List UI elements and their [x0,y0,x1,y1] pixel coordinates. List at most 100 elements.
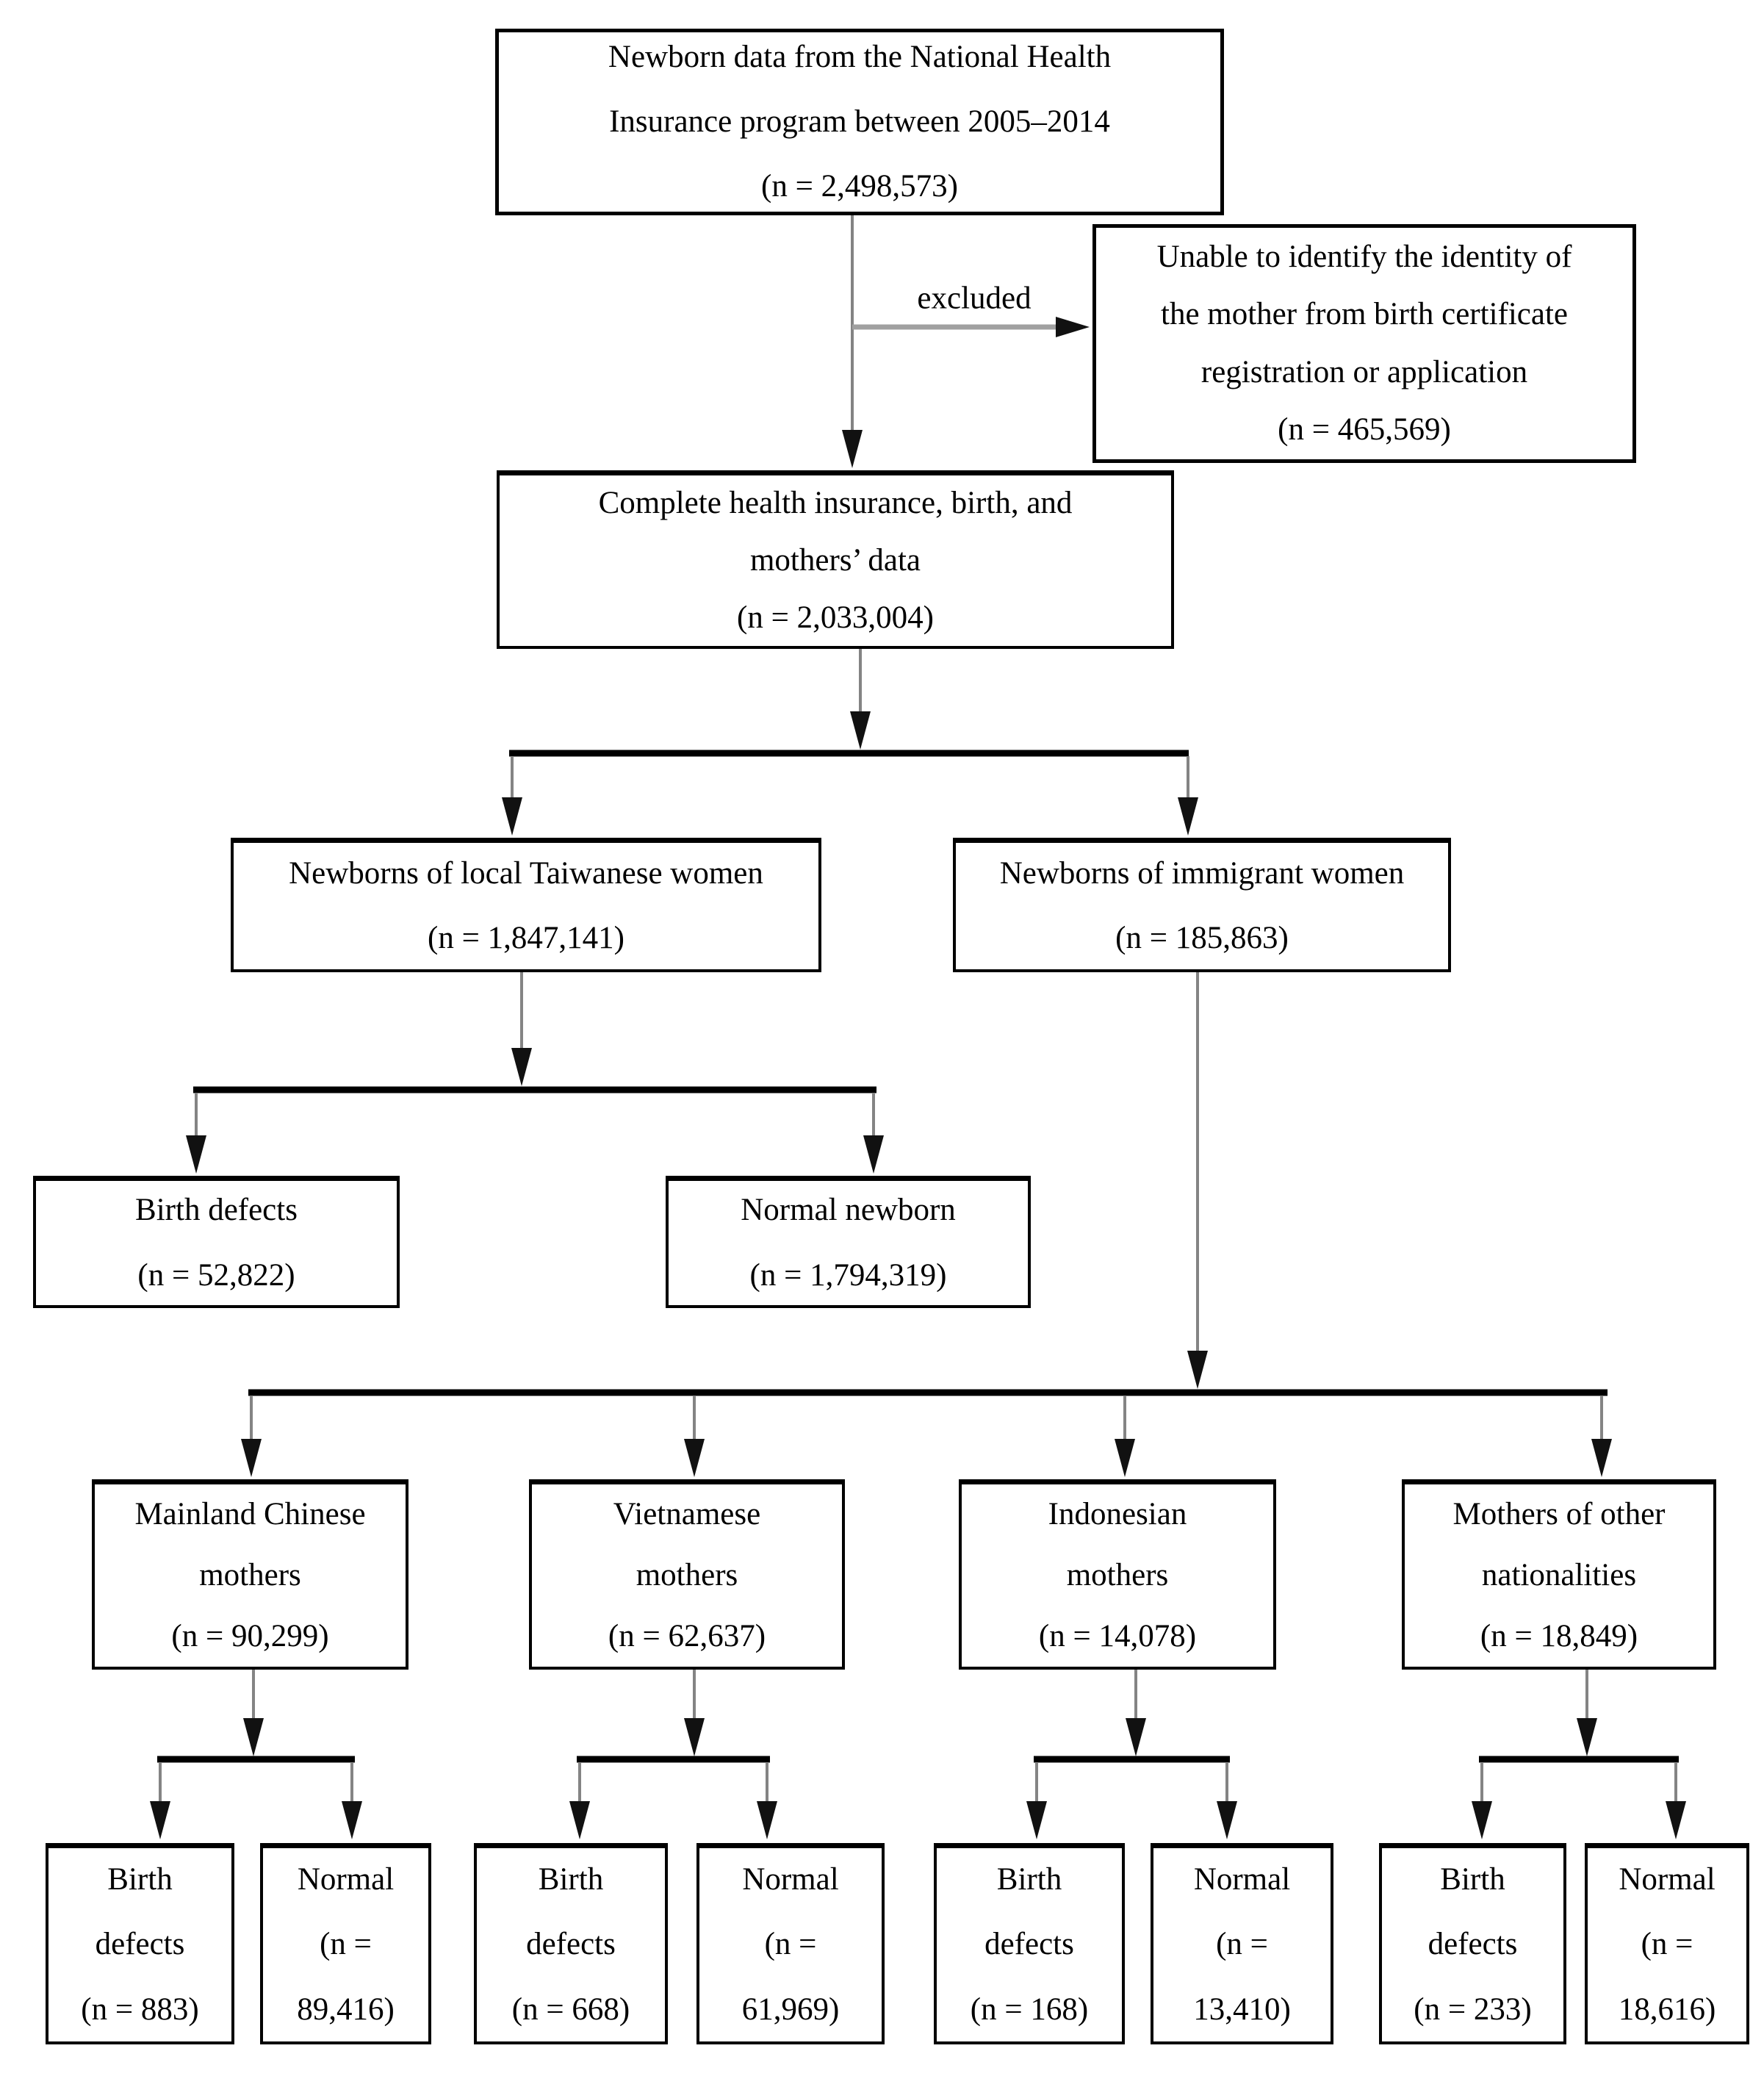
arrow-down-icon [342,1801,362,1839]
node-text-line: (n = 14,078) [1038,1618,1197,1653]
node-text-line: Normal [297,1862,395,1897]
arrow-down-icon [1187,1351,1208,1389]
arrow-down-icon [502,797,522,836]
node-text-line: Birth [996,1862,1062,1897]
node-mainland-normal: Normal (n = 89,416) [260,1843,431,2044]
node-taiwanese-birth-defects: Birth defects (n = 52,822) [33,1176,400,1308]
node-text-line: Birth [107,1862,173,1897]
arrow-down-icon [1666,1801,1686,1839]
node-text-line: Insurance program between 2005–2014 [609,104,1110,139]
node-text-line: defects [526,1927,616,1962]
node-mainland-birth-defects: Birth defects (n = 883) [46,1843,234,2044]
connector-taiwanese-split [186,972,884,1174]
node-taiwanese-newborns: Newborns of local Taiwanese women (n = 1,… [231,838,821,972]
node-text-line: (n = [1641,1927,1693,1962]
arrow-down-icon [842,430,863,468]
connector-mainland-split [150,1670,362,1839]
connector-complete-split [502,649,1198,836]
node-text-line: Complete health insurance, birth, and [598,485,1073,520]
node-vietnamese-birth-defects: Birth defects (n = 668) [474,1843,668,2044]
node-text-line: Normal [1193,1862,1291,1897]
node-text-line: mothers [636,1557,738,1592]
arrow-down-icon [1472,1801,1492,1839]
node-text-line: Vietnamese [613,1496,761,1531]
node-vietnamese-mothers: Vietnamese mothers (n = 62,637) [529,1479,845,1670]
node-taiwanese-normal-newborn: Normal newborn (n = 1,794,319) [666,1176,1031,1308]
arrow-down-icon [150,1801,170,1839]
node-text-line: (n = 1,847,141) [428,921,624,955]
node-text-line: (n = [764,1927,817,1962]
node-vietnamese-normal: Normal(n =61,969) [696,1843,885,2044]
arrow-down-icon [684,1439,705,1477]
node-text-line: Newborn data from the National Health [608,39,1112,74]
node-text-line: Mainland Chinese [134,1496,366,1531]
connector-indonesian-split [1026,1670,1237,1839]
node-immigrant-newborns: Newborns of immigrant women (n = 185,863) [953,838,1451,972]
node-text-line: 89,416) [297,1991,395,2027]
node-text-line: 18,616) [1618,1991,1716,2027]
node-text-line: mothers [199,1557,301,1592]
node-text-line: (n = 883) [81,1991,199,2027]
arrow-down-icon [684,1718,705,1756]
node-text-line: (n = 52,822) [137,1257,295,1293]
node-text-line: Newborns of immigrant women [999,855,1405,891]
node-other-nationality-mothers: Mothers of other nationalities (n = 18,849… [1402,1479,1716,1670]
arrow-down-icon [186,1135,206,1174]
node-text-line: mothers’ data [749,542,921,578]
node-text-line: (n = 62,637) [608,1618,766,1653]
node-text-line: (n = 2,033,004) [737,600,934,636]
node-text-line: Newborns of local Taiwanese women [289,855,763,891]
arrow-down-icon [241,1439,262,1477]
connector-root-to-excluded [852,317,1090,337]
connector-root-to-complete [842,215,863,468]
node-complete-data: Complete health insurance, birth, and mot… [497,470,1174,649]
node-text-line: mothers [1066,1557,1169,1592]
node-text-line: Birth defects [135,1193,298,1228]
arrow-down-icon [1026,1801,1047,1839]
node-text-line: (n = [1216,1927,1268,1962]
node-indonesian-normal: Normal (n = 13,410) [1151,1843,1333,2044]
node-text-line: (n = 2,498,573) [761,169,958,204]
node-text-line: 13,410) [1193,1991,1291,2027]
arrow-down-icon [863,1135,884,1174]
arrow-right-icon [1056,317,1090,337]
arrow-down-icon [569,1801,590,1839]
connector-immigrant-split [241,972,1612,1477]
node-indonesian-mothers: Indonesian mothers (n = 14,078) [959,1479,1276,1670]
node-text-line: (n = [320,1927,372,1962]
arrow-down-icon [511,1048,532,1086]
node-text-line: Birth [538,1862,604,1897]
arrow-down-icon [1591,1439,1612,1477]
arrow-down-icon [1577,1718,1597,1756]
node-text-line: (n = 668) [511,1991,630,2027]
node-text-line: Indonesian [1048,1496,1187,1531]
node-text-line: (n = 465,569) [1278,412,1451,447]
excluded-label: excluded [917,281,1032,316]
node-text-line: 61,969) [741,1991,840,2027]
node-text-line: Unable to identify the identity of [1156,240,1572,274]
arrow-down-icon [243,1718,264,1756]
node-text-line: registration or application [1200,354,1528,389]
arrow-down-icon [1115,1439,1135,1477]
node-text-line: Mothers of other [1452,1496,1666,1531]
node-text-line: (n = 18,849) [1480,1618,1638,1653]
node-text-line: nationalities [1481,1557,1637,1592]
node-text-line: (n = 1,794,319) [749,1257,947,1293]
node-text-line: (n = 90,299) [171,1618,329,1653]
node-text-line: the mother from birth certificate [1161,297,1568,332]
connector-other-split [1472,1670,1686,1839]
node-text-line: Normal newborn [741,1193,956,1228]
node-text-line: Birth [1440,1862,1505,1897]
node-text-line: (n = 233) [1414,1991,1532,2027]
node-text-line: defects [984,1927,1074,1962]
connector-vietnamese-split [569,1670,777,1839]
node-text-line: (n = 185,863) [1115,921,1289,955]
arrow-down-icon [1178,797,1198,836]
node-other-normal: Normal(n =18,616) [1585,1843,1749,2044]
node-text-line: defects [95,1927,185,1962]
node-excluded-reason: Unable to identify the identity of the mo… [1092,224,1636,463]
